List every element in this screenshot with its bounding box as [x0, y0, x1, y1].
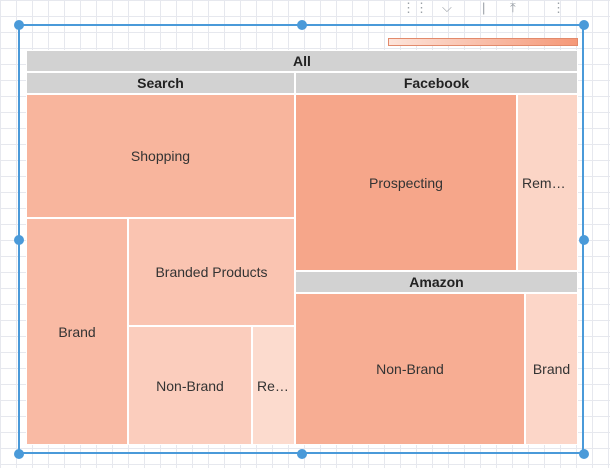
treemap-cell-facebook-remarketing[interactable]: Remar… — [517, 94, 578, 271]
more-icon[interactable]: ⋮ — [552, 0, 565, 15]
resize-handle-right[interactable] — [579, 235, 589, 245]
resize-handle-left[interactable] — [14, 235, 24, 245]
resize-handle-top-left[interactable] — [14, 20, 24, 30]
filter-icon[interactable]: ⋮⋮ — [402, 0, 428, 15]
treemap-header-search[interactable]: Search — [26, 72, 295, 94]
treemap-cell-search-branded-products[interactable]: Branded Products — [128, 218, 295, 326]
treemap-cell-search-shopping[interactable]: Shopping — [26, 94, 295, 218]
treemap-header-root[interactable]: All — [26, 50, 578, 72]
treemap-header-search-label: Search — [137, 75, 184, 91]
treemap-header-facebook-label: Facebook — [403, 75, 470, 91]
treemap-header-amazon-label: Amazon — [409, 274, 464, 290]
treemap-cell-amazon-non-brand[interactable]: Non-Brand — [295, 293, 525, 445]
treemap-cell-search-remarketing[interactable]: Rem… — [252, 326, 295, 445]
treemap-header-root-label: All — [293, 53, 311, 69]
treemap-header-facebook[interactable]: Facebook — [295, 72, 578, 94]
treemap-cell-facebook-prospecting[interactable]: Prospecting — [295, 94, 517, 271]
divider: | — [482, 0, 486, 15]
resize-handle-top-right[interactable] — [579, 20, 589, 30]
treemap-cell-search-non-brand[interactable]: Non-Brand — [128, 326, 252, 445]
resize-handle-bottom-left[interactable] — [14, 449, 24, 459]
resize-handle-bottom[interactable] — [297, 449, 307, 459]
chart-toolbar: ⋮⋮ ⌵ | ⤒ ⋮ — [392, 0, 572, 18]
resize-handle-bottom-right[interactable] — [579, 449, 589, 459]
color-scale-legend — [388, 38, 578, 46]
resize-handle-top[interactable] — [297, 20, 307, 30]
treemap-cell-search-brand[interactable]: Brand — [26, 218, 128, 445]
drill-up-icon[interactable]: ⤒ — [510, 0, 516, 15]
drill-down-icon[interactable]: ⌵ — [442, 0, 452, 15]
selection-frame[interactable] — [14, 20, 589, 459]
treemap-header-amazon[interactable]: Amazon — [295, 271, 578, 293]
treemap-cell-amazon-brand[interactable]: Brand — [525, 293, 578, 445]
